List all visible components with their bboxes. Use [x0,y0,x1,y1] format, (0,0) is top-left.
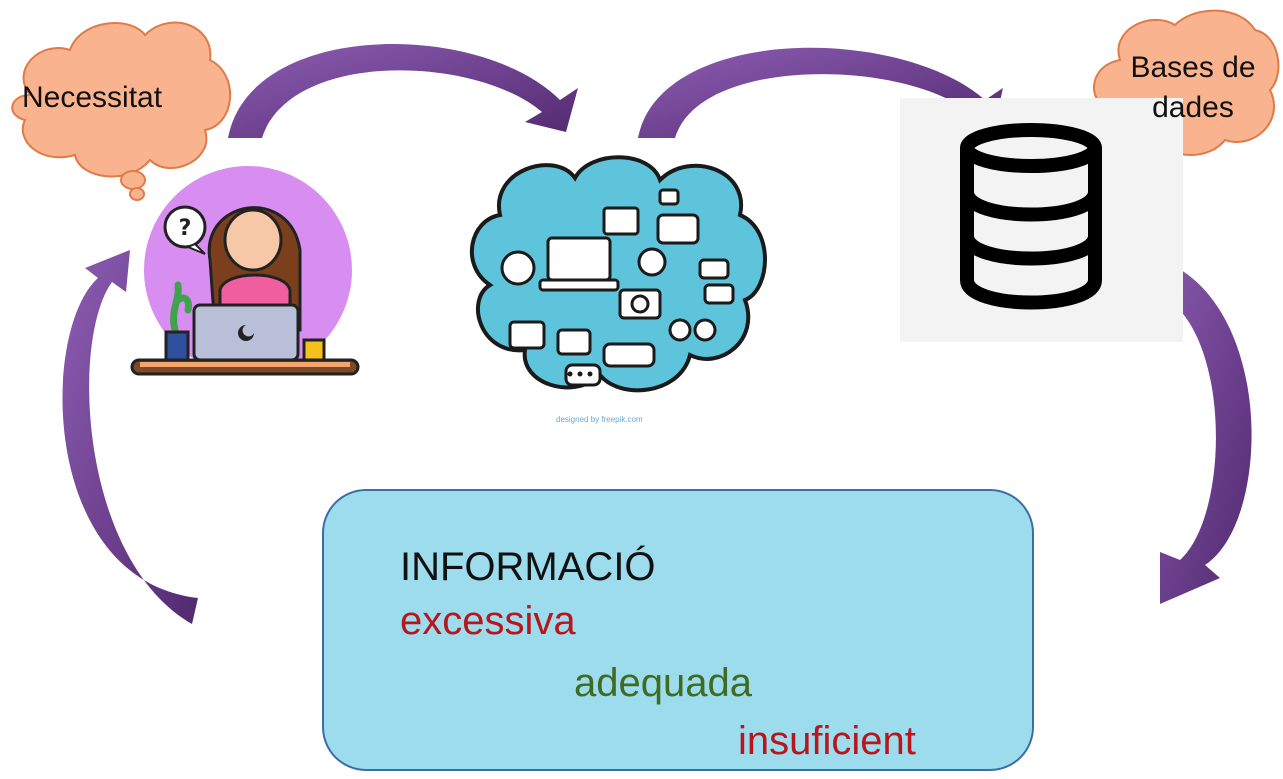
globe-icon [500,250,536,286]
arrow-need-to-web [228,44,578,138]
databases-label-line1: Bases de [1130,51,1256,84]
database-icon [960,123,1102,310]
video-icon [508,320,546,350]
image-credit: designed by freepik.com [556,415,643,424]
likes-icon [602,342,656,368]
web-cloud-illustration [470,155,767,393]
cup-icon [658,188,680,206]
arrow-info-to-need [62,250,198,624]
information-insufficient: insuficient [738,719,916,763]
svg-text:?: ? [179,216,192,241]
information-box: INFORMACIÓ excessiva adequada insuficien… [322,489,1034,771]
information-adequate: adequada [574,661,752,705]
smiley-icon [637,247,667,277]
mail-icon [602,206,640,236]
laptop-doodle-icon [546,236,612,282]
thought-cloud-need [11,21,232,201]
chat-icon [656,213,700,245]
information-title: INFORMACIÓ [400,545,656,589]
databases-label-line2: dades [1152,91,1234,124]
person-laptop-illustration: ? [130,166,360,376]
arrow-web-to-database [638,47,1003,138]
question-bubble-icon: ? [163,205,207,255]
arrow-database-to-info [1143,255,1252,604]
need-label: Necessitat [22,81,163,114]
database-illustration [900,98,1183,342]
information-excessive: excessiva [400,599,576,643]
